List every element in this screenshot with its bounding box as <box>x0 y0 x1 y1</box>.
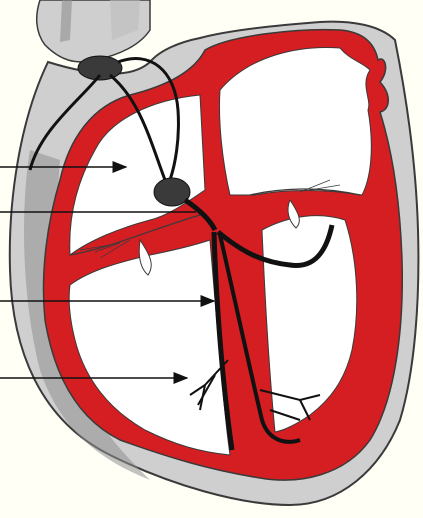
great-vessels-icon <box>37 0 150 62</box>
